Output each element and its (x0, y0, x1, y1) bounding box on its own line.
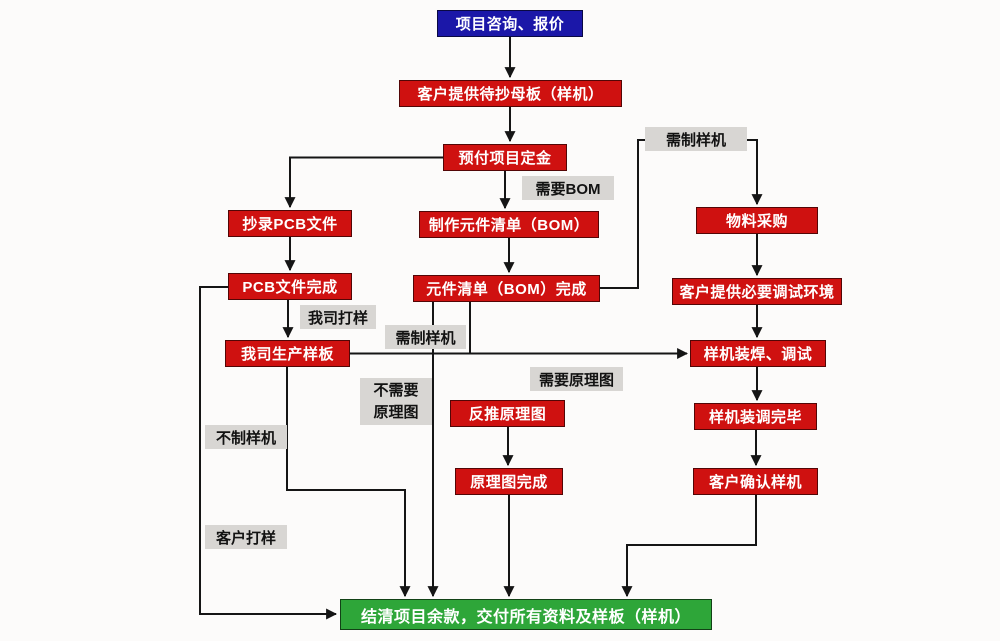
node-make-bom: 制作元件清单（BOM） (419, 211, 599, 238)
node-assembly-complete: 样机装调完毕 (694, 403, 817, 430)
node-debug-environment: 客户提供必要调试环境 (672, 278, 842, 305)
tag-customer-sampling: 客户打样 (205, 525, 287, 549)
tag-our-sampling: 我司打样 (300, 305, 376, 329)
edge-bom-done-to-purchase (600, 139, 763, 289)
edge-pcb-done-to-finish (199, 286, 338, 620)
tag-no-schematic: 不需要 原理图 (360, 378, 432, 425)
tag-need-schematic: 需要原理图 (530, 367, 623, 391)
node-produce-sample-board: 我司生产样板 (225, 340, 350, 367)
tag-need-bom: 需要BOM (522, 176, 614, 200)
node-pcb-files-done: PCB文件完成 (228, 273, 352, 300)
node-reverse-schematic: 反推原理图 (450, 400, 565, 427)
node-prepay-deposit: 预付项目定金 (443, 144, 567, 171)
tag-need-prototype-top: 需制样机 (645, 127, 747, 151)
node-customer-provide-board: 客户提供待抄母板（样机） (399, 80, 622, 107)
node-assemble-debug: 样机装焊、调试 (690, 340, 826, 367)
tag-no-prototype: 不制样机 (205, 425, 287, 449)
node-project-consult: 项目咨询、报价 (437, 10, 583, 37)
edge-sample-to-finish (286, 367, 411, 598)
node-schematic-done: 原理图完成 (455, 468, 563, 495)
edge-confirm-to-finish (621, 495, 757, 598)
node-bom-done: 元件清单（BOM）完成 (413, 275, 600, 302)
node-copy-pcb-files: 抄录PCB文件 (228, 210, 352, 237)
node-material-purchase: 物料采购 (696, 207, 818, 234)
node-confirm-prototype: 客户确认样机 (693, 468, 818, 495)
node-settle-and-deliver: 结清项目余款，交付所有资料及样板（样机） (340, 599, 712, 630)
edge-deposit-to-copy-pcb (284, 156, 443, 209)
tag-need-prototype-mid: 需制样机 (385, 325, 466, 349)
